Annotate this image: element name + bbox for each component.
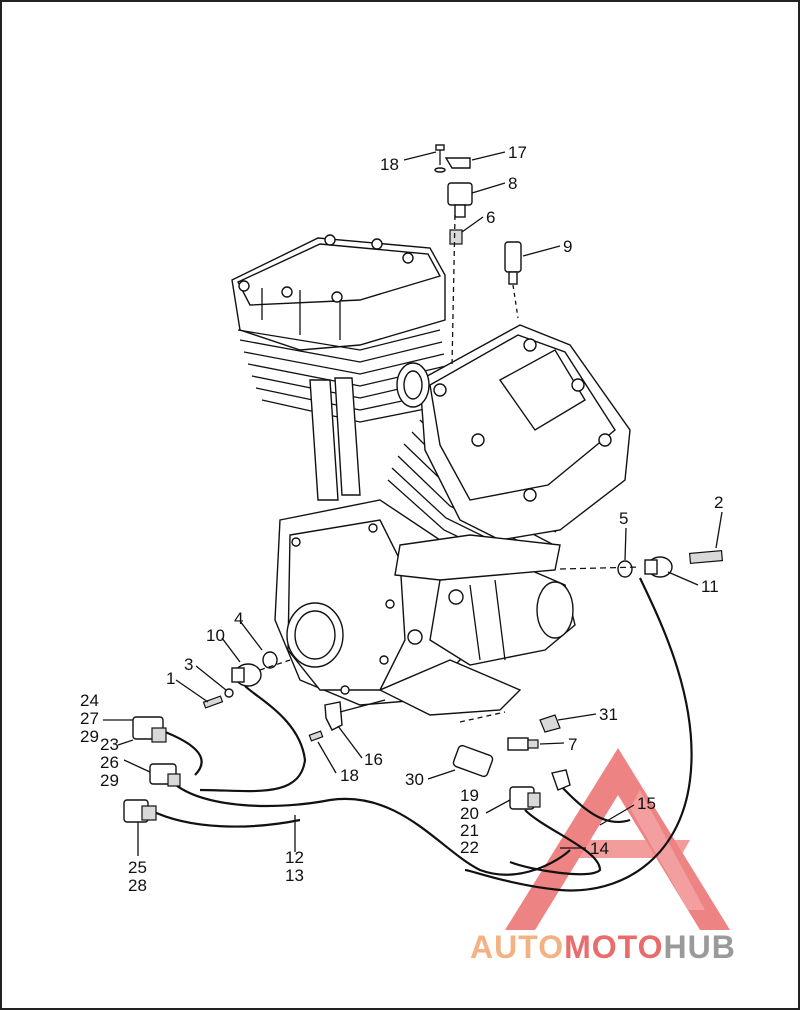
connector-19 [509,786,541,810]
part-30 [452,744,494,778]
connector-24 [132,716,167,743]
callout-labels: 18 17 8 6 9 2 5 11 4 10 3 1 24 27 29 23 … [80,143,723,895]
part-clip-16 [324,701,343,731]
part-oring-5 [617,560,633,578]
callout-18-top: 18 [380,155,399,174]
callout-17: 17 [508,143,527,162]
callout-16: 16 [364,750,383,769]
callout-14: 14 [590,839,609,858]
callout-25: 25 [128,858,147,877]
part-31 [539,714,561,733]
callout-2: 2 [714,493,723,512]
part-screw-1 [202,695,224,709]
part-switch-7 [507,737,539,751]
part-screw-top [434,144,446,173]
callout-29b: 29 [100,771,119,790]
callout-30: 30 [405,770,424,789]
callout-5: 5 [619,509,628,528]
part-oring-4 [262,651,278,669]
callout-11: 11 [701,577,719,596]
watermark-auto: AUTO [470,929,564,965]
callout-10: 10 [206,626,225,645]
part-sender-9 [504,241,522,285]
callout-1: 1 [166,669,175,688]
callout-7: 7 [568,735,577,754]
callout-20: 20 [460,804,479,823]
part-washer-3 [224,688,234,698]
engine-assembly [231,234,631,716]
callout-18-bottom: 18 [340,766,359,785]
callout-13: 13 [285,866,304,885]
callout-24: 24 [80,691,99,710]
connector-23 [149,763,181,787]
part-sensor-11 [644,556,673,578]
callout-leaders [103,151,723,856]
callout-28: 28 [128,876,147,895]
callout-3: 3 [184,655,193,674]
callout-21: 21 [460,821,479,840]
callout-22: 22 [460,838,479,857]
callout-4: 4 [234,609,243,628]
connector-15 [551,769,571,791]
watermark-text: AUTOMOTOHUB [470,929,736,965]
callout-6: 6 [486,208,495,227]
part-bracket [444,157,471,169]
callout-29a: 29 [80,727,99,746]
watermark-hub: HUB [663,929,735,965]
svg-text:AUTOMOTOHUB: AUTOMOTOHUB [470,929,736,965]
watermark-logo [505,748,730,930]
part-sensor-8 [447,182,473,218]
part-bolt-2 [688,549,724,565]
callout-9: 9 [563,237,572,256]
part-sensor-10 [231,663,262,687]
callout-26: 26 [100,753,119,772]
callout-12: 12 [285,848,304,867]
watermark-moto: MOTO [564,929,663,965]
callout-19: 19 [460,786,479,805]
callout-8: 8 [508,174,517,193]
part-spring-6 [449,229,463,245]
callout-27: 27 [80,709,99,728]
connector-25 [123,799,157,823]
callout-31: 31 [599,705,618,724]
part-screw-18 [308,730,324,742]
callout-15: 15 [637,794,656,813]
callout-23: 23 [100,735,119,754]
